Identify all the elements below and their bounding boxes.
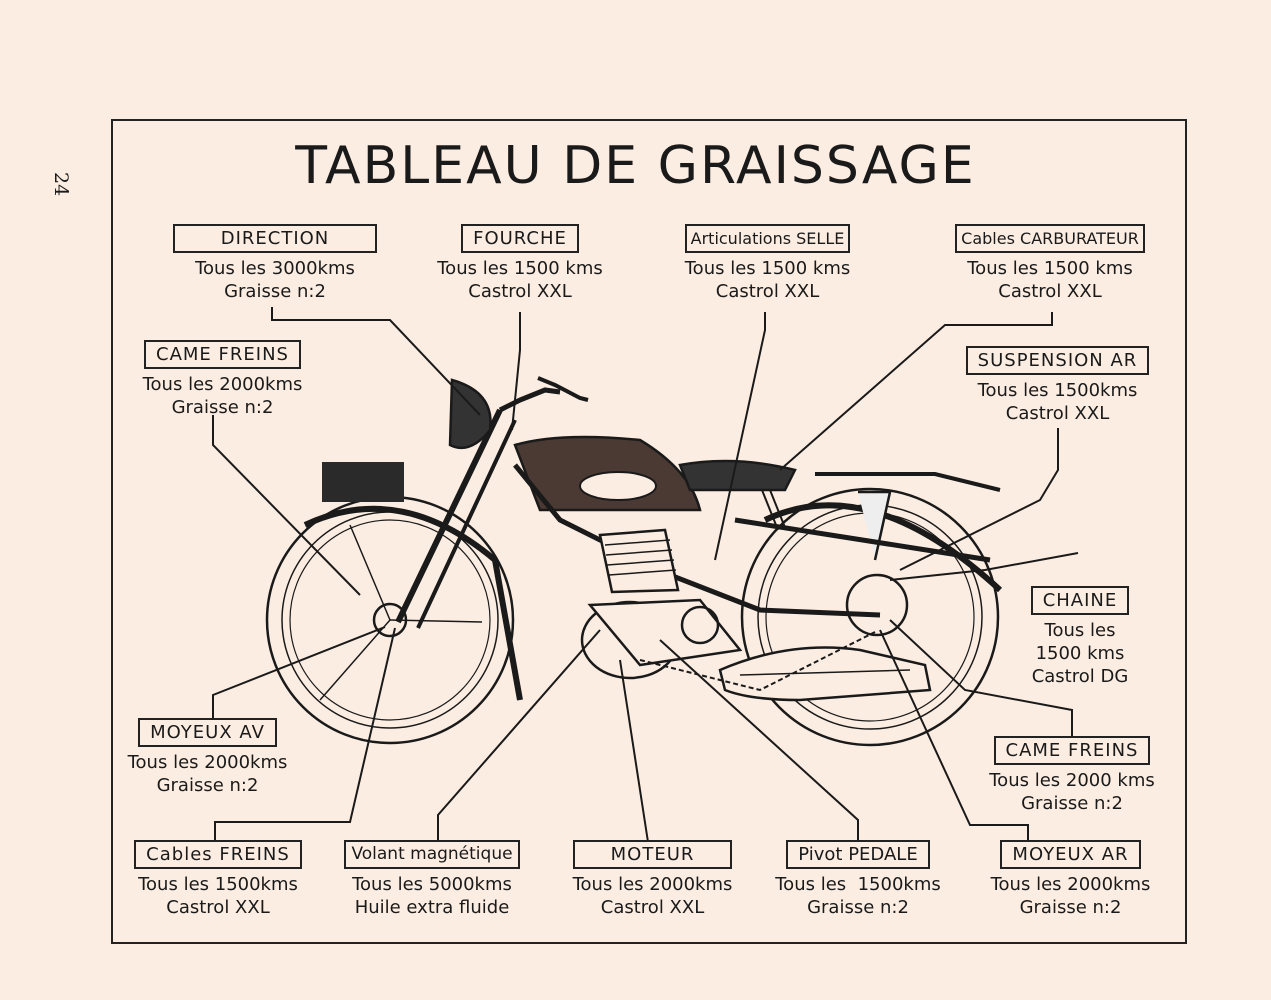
callout-interval: Tous les 1500 kms: [684, 258, 851, 279]
callout-came-freins-avant: CAME FREINS Tous les 2000kms Graisse n:2: [120, 340, 325, 419]
callout-interval: Tous les 3000kms: [195, 258, 355, 279]
front-wheel: [265, 495, 523, 745]
callout-interval: Tous les 2000kms: [572, 874, 733, 895]
callout-label: Cables CARBURATEUR: [955, 224, 1145, 253]
callout-label: CHAINE: [1030, 586, 1130, 615]
callout-moyeux-ar: MOYEUX AR Tous les 2000kms Graisse n:2: [968, 840, 1173, 919]
callout-lubricant: Graisse n:2: [1021, 793, 1123, 814]
callout-interval: Tous les 2000kms: [127, 752, 288, 773]
callout-label: DIRECTION: [173, 224, 377, 253]
callout-direction: DIRECTION Tous les 3000kms Graisse n:2: [170, 224, 380, 303]
callout-label: SUSPENSION AR: [965, 346, 1150, 375]
callout-came-freins-arriere: CAME FREINS Tous les 2000 kms Graisse n:…: [972, 736, 1172, 815]
callout-lubricant: Castrol XXL: [1005, 403, 1110, 424]
callout-cables-carburateur: Cables CARBURATEUR Tous les 1500 kms Cas…: [920, 224, 1180, 303]
callout-interval: Tous les 2000kms: [142, 374, 303, 395]
callout-label: CAME FREINS: [993, 736, 1151, 765]
headlamp: [448, 378, 492, 450]
callout-lubricant: Castrol XXL: [600, 897, 705, 918]
callout-lubricant: Graisse n:2: [1019, 897, 1122, 918]
callout-interval: Tous les 1500kms: [775, 874, 941, 895]
callout-moyeux-av: MOYEUX AV Tous les 2000kms Graisse n:2: [105, 718, 310, 797]
seat: [678, 459, 797, 531]
callout-label: Articulations SELLE: [684, 224, 851, 253]
callout-volant-magnetique: Volant magnétique Tous les 5000kms Huile…: [327, 840, 537, 919]
diagram-title: TABLEAU DE GRAISSAGE: [295, 136, 976, 196]
callout-chaine: CHAINE Tous les 1500 kms Castrol DG: [1005, 586, 1155, 688]
callout-interval: Tous les 1500 kms: [437, 258, 603, 279]
callout-lubricant: Castrol DG: [1031, 666, 1129, 687]
fuel-tank: [513, 435, 702, 512]
callout-interval: Tous les 2000kms: [990, 874, 1151, 895]
callout-label: MOYEUX AR: [1000, 840, 1141, 869]
exhaust: [718, 646, 932, 702]
front-fork: [395, 408, 517, 629]
callout-label: MOYEUX AV: [138, 718, 277, 747]
diagram-frame: [111, 119, 1187, 944]
callout-label: Volant magnétique: [344, 840, 520, 869]
callout-articulations-selle: Articulations SELLE Tous les 1500 kms Ca…: [655, 224, 880, 303]
callout-lubricant: Castrol XXL: [166, 897, 270, 918]
leader-lines: [212, 307, 1079, 843]
callout-interval: Tous les 1500 kms: [967, 258, 1133, 279]
callout-label: MOTEUR: [573, 840, 732, 869]
callout-label: CAME FREINS: [144, 340, 301, 369]
callout-lubricant: Graisse n:2: [807, 897, 909, 918]
callout-label: FOURCHE: [461, 224, 579, 253]
callout-suspension-ar: SUSPENSION AR Tous les 1500kms Castrol X…: [945, 346, 1170, 425]
callout-lubricant: Graisse n:2: [171, 397, 274, 418]
callout-interval: Tous les 5000kms: [352, 874, 512, 895]
callout-lubricant: Graisse n:2: [156, 775, 259, 796]
callout-interval: Tous les 1500kms: [977, 380, 1138, 401]
callout-interval: Tous les 1500kms: [138, 874, 298, 895]
callout-pivot-pedale: Pivot PEDALE Tous les 1500kms Graisse n:…: [758, 840, 958, 919]
callout-interval: Tous les 2000 kms: [989, 770, 1155, 791]
callout-cables-freins: Cables FREINS Tous les 1500kms Castrol X…: [118, 840, 318, 919]
callout-lubricant: Graisse n:2: [224, 281, 326, 302]
callout-lubricant: Castrol XXL: [998, 281, 1102, 302]
callout-label: Pivot PEDALE: [786, 840, 930, 869]
callout-lubricant: Huile extra fluide: [354, 897, 510, 918]
callout-label: Cables FREINS: [134, 840, 302, 869]
callout-interval: Tous les: [1044, 620, 1116, 641]
callout-lubricant: Castrol XXL: [468, 281, 572, 302]
callout-lubricant: Castrol XXL: [715, 281, 820, 302]
callout-interval: 1500 kms: [1035, 643, 1125, 664]
callout-moteur: MOTEUR Tous les 2000kms Castrol XXL: [550, 840, 755, 919]
callout-fourche: FOURCHE Tous les 1500 kms Castrol XXL: [420, 224, 620, 303]
engine: [580, 528, 743, 680]
